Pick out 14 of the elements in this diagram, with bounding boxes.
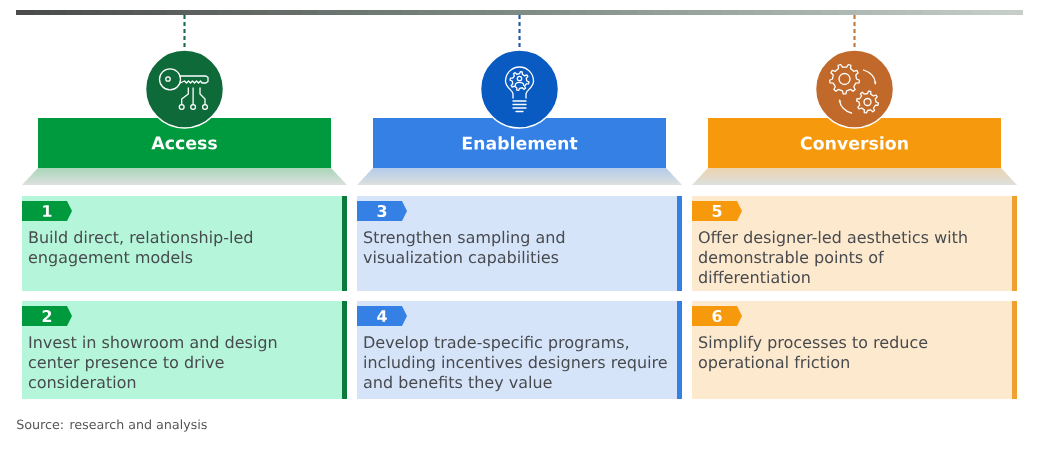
dashed-connector	[183, 15, 186, 50]
number-tag: 1	[22, 201, 72, 221]
header-band: Conversion	[708, 118, 1001, 168]
number-tag: 3	[357, 201, 407, 221]
number-tag: 6	[692, 306, 742, 326]
header-band: Enablement	[373, 118, 666, 168]
number-tag: 4	[357, 306, 407, 326]
source-note: Source: research and analysis	[17, 419, 207, 432]
number-tag: 2	[22, 306, 72, 326]
number-tag: 5	[692, 201, 742, 221]
dashed-connector	[853, 15, 856, 50]
header-band: Access	[38, 118, 331, 168]
dashed-connector	[518, 15, 521, 50]
top-bar	[16, 10, 1023, 15]
